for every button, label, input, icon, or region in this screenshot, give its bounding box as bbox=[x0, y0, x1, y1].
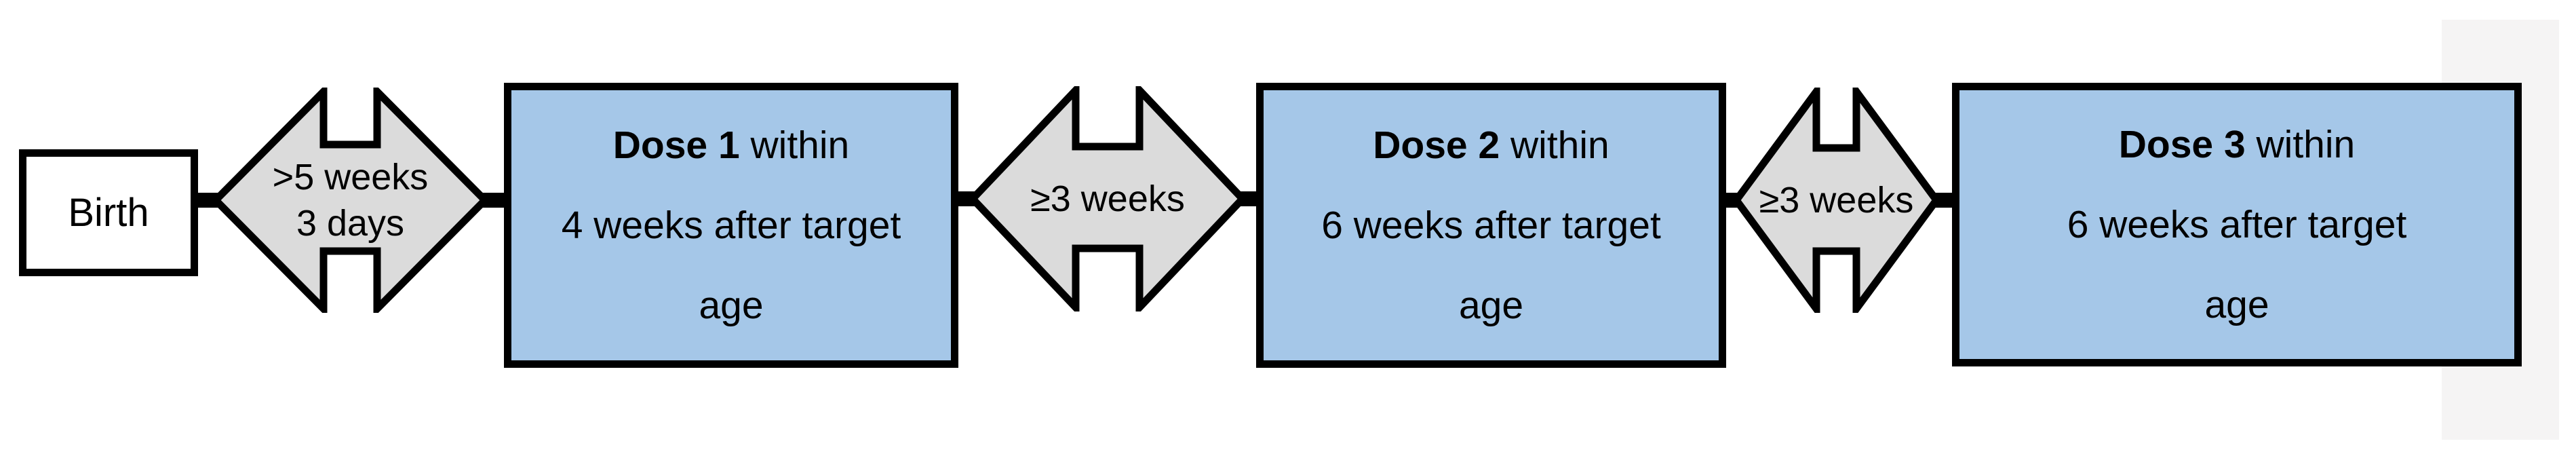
interval-label-line: >5 weeks bbox=[272, 157, 429, 197]
double-arrow-icon bbox=[969, 86, 1247, 311]
interval-label-2: ≥3 weeks bbox=[973, 90, 1243, 307]
interval-arrow-2 bbox=[969, 86, 1247, 311]
connector-line bbox=[1934, 193, 1955, 208]
interval-label-3: ≥3 weeks bbox=[1736, 92, 1936, 309]
dose-detail-line: 4 weeks after target bbox=[561, 204, 901, 247]
interval-arrow-1 bbox=[212, 88, 489, 313]
connector-line bbox=[956, 191, 975, 206]
interval-label-line: ≥3 weeks bbox=[1759, 180, 1914, 221]
dose-2-box: Dose 2 within 6 weeks after target age bbox=[1256, 83, 1726, 368]
double-arrow-icon bbox=[212, 88, 489, 313]
dose-detail-line: 6 weeks after target bbox=[2067, 203, 2407, 246]
dose-title-line: Dose 1 within bbox=[612, 124, 850, 167]
dose-detail-line: age bbox=[1458, 284, 1524, 327]
connector-line bbox=[1240, 191, 1259, 206]
interval-arrow-3 bbox=[1732, 88, 1940, 313]
interval-label-1: >5 weeks 3 days bbox=[216, 92, 485, 309]
interval-label-line: 3 days bbox=[296, 203, 405, 244]
dose-1-box: Dose 1 within 4 weeks after target age bbox=[504, 83, 958, 368]
birth-box: Birth bbox=[19, 149, 198, 276]
dose-detail-line: age bbox=[2204, 283, 2269, 326]
connector-line bbox=[195, 193, 218, 208]
dose-detail-line: age bbox=[699, 284, 764, 327]
connector-line bbox=[482, 193, 507, 208]
dose-title-line: Dose 2 within bbox=[1373, 124, 1609, 167]
interval-label-line: ≥3 weeks bbox=[1030, 178, 1185, 219]
double-arrow-icon bbox=[1732, 88, 1940, 313]
dose-3-box: Dose 3 within 6 weeks after target age bbox=[1952, 83, 2522, 366]
dose-detail-line: 6 weeks after target bbox=[1321, 204, 1661, 247]
birth-label: Birth bbox=[68, 191, 149, 235]
dose-title-line: Dose 3 within bbox=[2118, 123, 2356, 166]
